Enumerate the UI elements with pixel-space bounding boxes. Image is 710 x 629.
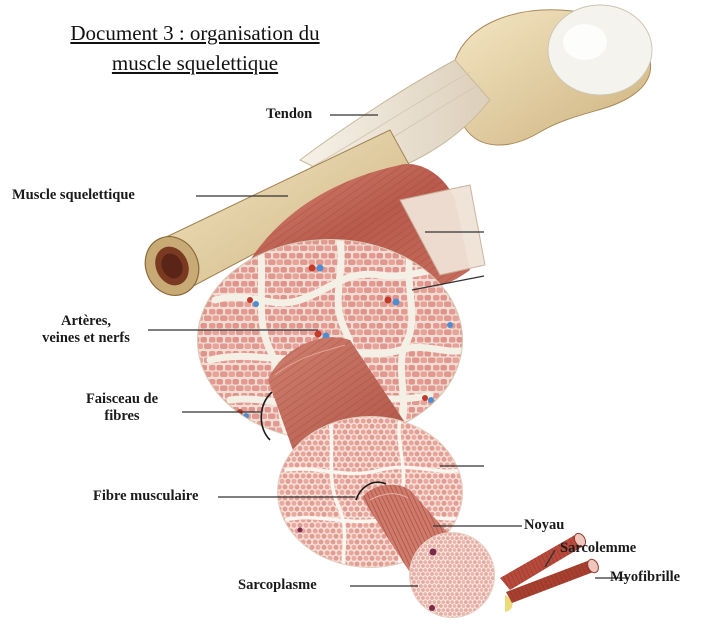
bone xyxy=(451,5,652,145)
label-tendon: Tendon xyxy=(266,106,312,123)
title-line-1: Document 3 : organisation du xyxy=(30,18,360,48)
title-line-2: muscle squelettique xyxy=(30,48,360,78)
label-sarcolemma: Sarcolemme xyxy=(560,540,636,557)
label-fascicle-line1: Faisceau de xyxy=(64,391,180,408)
label-fascicle: Faisceau de fibres xyxy=(64,391,180,425)
label-arteries-line1: Artères, xyxy=(28,313,144,330)
label-fiber: Fibre musculaire xyxy=(93,488,198,505)
label-myofibril: Myofibrille xyxy=(610,569,680,586)
label-arteries: Artères, veines et nerfs xyxy=(28,313,144,347)
label-fascicle-line2: fibres xyxy=(64,408,180,425)
label-muscle: Muscle squelettique xyxy=(12,187,135,204)
label-sarcoplasm: Sarcoplasme xyxy=(238,577,317,594)
label-arteries-line2: veines et nerfs xyxy=(28,330,144,347)
document-title: Document 3 : organisation du muscle sque… xyxy=(30,18,360,78)
label-nucleus: Noyau xyxy=(524,517,564,534)
